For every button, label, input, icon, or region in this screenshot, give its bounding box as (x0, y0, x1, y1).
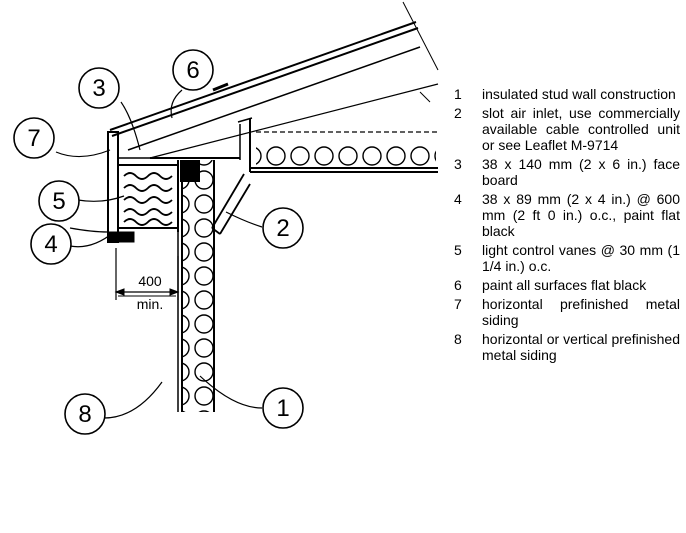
legend-number: 3 (454, 156, 462, 172)
callout-7: 7 (13, 117, 55, 159)
dimension-400 (114, 248, 180, 300)
callout-6: 6 (172, 49, 214, 91)
legend-list: 1 insulated stud wall construction 2 slo… (452, 86, 680, 366)
legend-text: light control vanes @ 30 mm (1 1/4 in.) … (482, 242, 680, 274)
ceiling-insulation (249, 118, 438, 173)
slot-air-inlet (211, 173, 251, 235)
svg-text:8: 8 (78, 401, 91, 428)
roof-assembly (109, 1, 439, 160)
svg-text:6: 6 (186, 57, 199, 84)
legend-item: 4 38 x 89 mm (2 x 4 in.) @ 600 mm (2 ft … (452, 191, 680, 239)
svg-text:2: 2 (276, 215, 289, 242)
legend-number: 4 (454, 191, 462, 207)
svg-text:5: 5 (52, 188, 65, 215)
dimension-value: 400 (138, 273, 162, 289)
legend-item: 6 paint all surfaces flat black (452, 277, 680, 293)
svg-text:3: 3 (92, 75, 105, 102)
svg-text:4: 4 (44, 231, 57, 258)
legend-text: insulated stud wall construction (482, 86, 676, 102)
legend-number: 2 (454, 105, 462, 121)
legend-number: 8 (454, 331, 462, 347)
legend-item: 8 horizontal or vertical prefinished met… (452, 331, 680, 363)
callout-4: 4 (30, 223, 72, 265)
callout-2: 2 (262, 207, 304, 249)
callout-3: 3 (78, 67, 120, 109)
legend-item: 7 horizontal prefinished metal siding (452, 296, 680, 328)
callout-8: 8 (64, 393, 106, 435)
legend-text: slot air inlet, use commercially availab… (482, 105, 680, 153)
stud-wall (177, 160, 215, 412)
legend-number: 5 (454, 242, 462, 258)
legend-number: 7 (454, 296, 462, 312)
legend-text: paint all surfaces flat black (482, 277, 647, 293)
legend-text: horizontal or vertical prefinished metal… (482, 331, 680, 363)
legend-item: 5 light control vanes @ 30 mm (1 1/4 in.… (452, 242, 680, 274)
leader-lines (55, 89, 263, 419)
legend-text: horizontal prefinished metal siding (482, 296, 680, 328)
legend-text: 38 x 89 mm (2 x 4 in.) @ 600 mm (2 ft 0 … (482, 191, 680, 239)
svg-text:7: 7 (27, 125, 40, 152)
legend-item: 2 slot air inlet, use commercially avail… (452, 105, 680, 153)
svg-text:1: 1 (276, 395, 289, 422)
callout-1: 1 (262, 387, 304, 429)
dimension-label: min. (137, 296, 163, 312)
legend-item: 3 38 x 140 mm (2 x 6 in.) face board (452, 156, 680, 188)
legend-text: 38 x 140 mm (2 x 6 in.) face board (482, 156, 680, 188)
legend-number: 6 (454, 277, 462, 293)
legend-item: 1 insulated stud wall construction (452, 86, 680, 102)
light-control-vanes (123, 172, 173, 226)
detail-drawing: 400 min. 3 6 7 5 4 2 8 (13, 1, 439, 435)
legend-number: 1 (454, 86, 462, 102)
callout-5: 5 (38, 180, 80, 222)
